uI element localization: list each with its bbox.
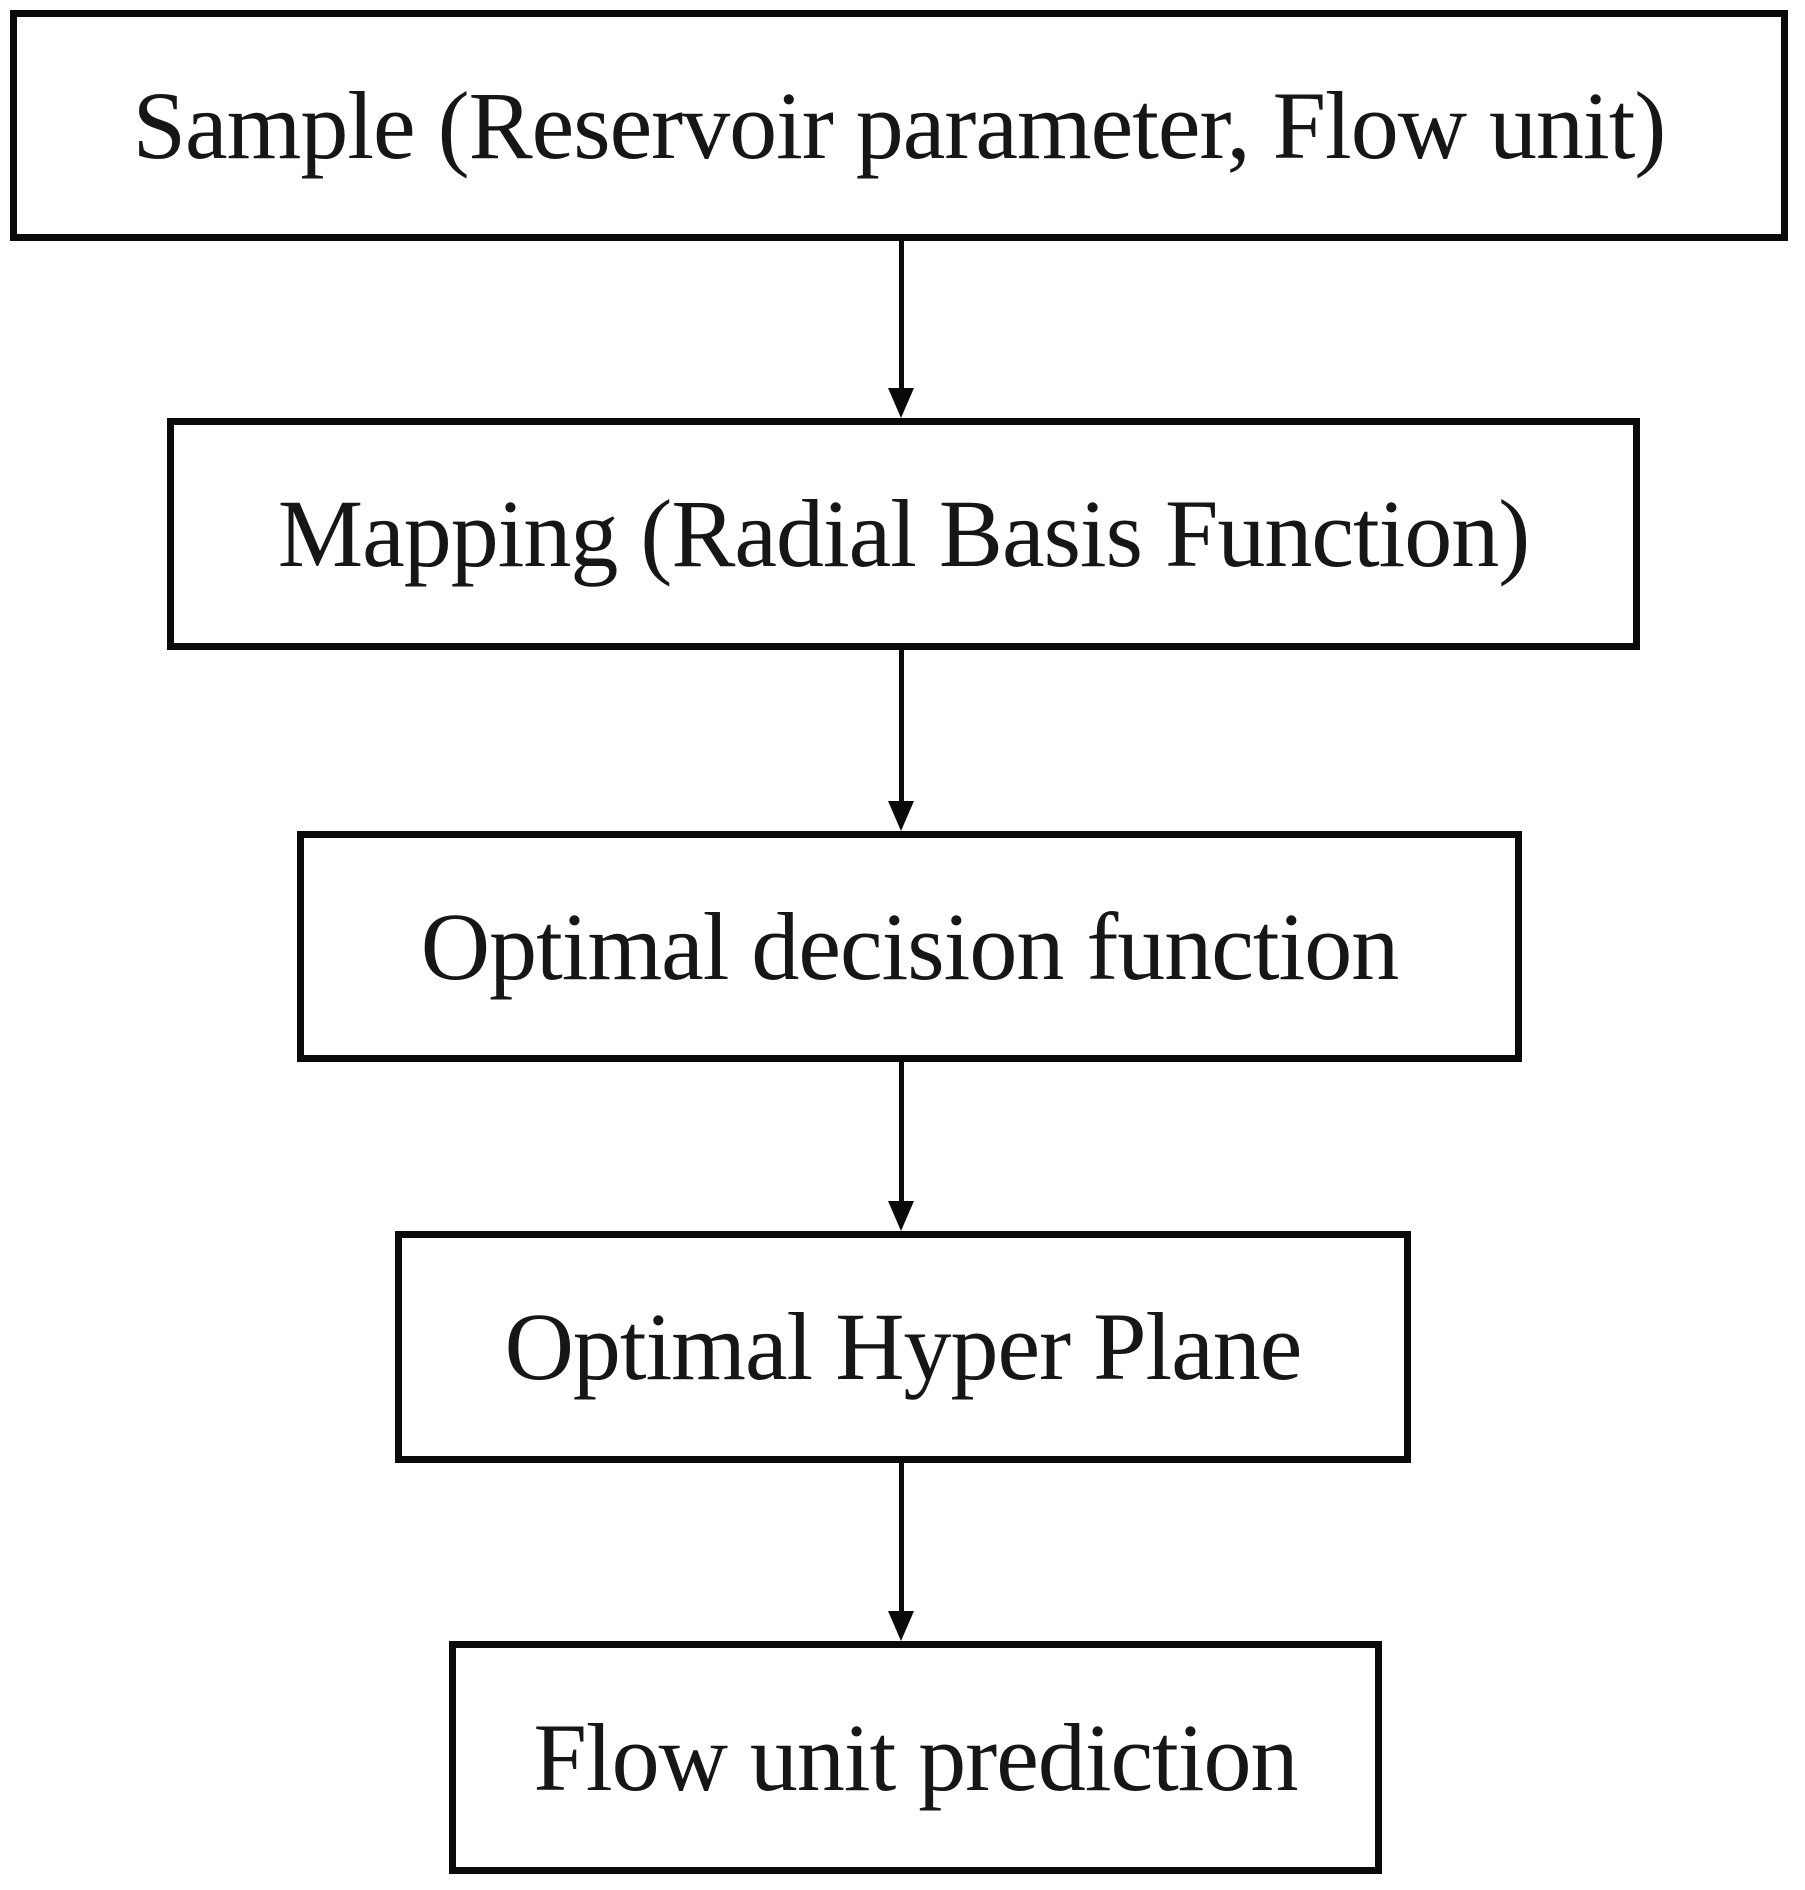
- arrowhead-down-icon: [888, 1201, 914, 1231]
- flow-node-decision: Optimal decision function: [297, 831, 1522, 1062]
- arrow-shaft: [899, 1463, 904, 1615]
- arrow-shaft: [899, 1062, 904, 1205]
- flow-node-decision-label: Optimal decision function: [420, 892, 1399, 1000]
- flow-node-mapping-label: Mapping (Radial Basis Function): [277, 480, 1531, 587]
- flow-node-sample: Sample (Reservoir parameter, Flow unit): [10, 10, 1788, 241]
- flow-node-prediction-label: Flow unit prediction: [533, 1703, 1299, 1811]
- arrow-decision-to-hyperplane: [887, 1062, 915, 1231]
- arrowhead-down-icon: [888, 1611, 914, 1641]
- arrow-hyperplane-to-prediction: [887, 1463, 915, 1641]
- flow-node-hyperplane-label: Optimal Hyper Plane: [504, 1293, 1303, 1400]
- arrowhead-down-icon: [888, 801, 914, 831]
- arrowhead-down-icon: [888, 388, 914, 418]
- flow-node-mapping: Mapping (Radial Basis Function): [167, 418, 1640, 650]
- flow-node-sample-label: Sample (Reservoir parameter, Flow unit): [132, 71, 1667, 179]
- flow-node-hyperplane: Optimal Hyper Plane: [395, 1231, 1411, 1463]
- arrow-shaft: [899, 650, 904, 805]
- flow-node-prediction: Flow unit prediction: [449, 1641, 1382, 1874]
- arrow-shaft: [899, 241, 904, 392]
- arrow-mapping-to-decision: [887, 650, 915, 831]
- arrow-sample-to-mapping: [887, 241, 915, 418]
